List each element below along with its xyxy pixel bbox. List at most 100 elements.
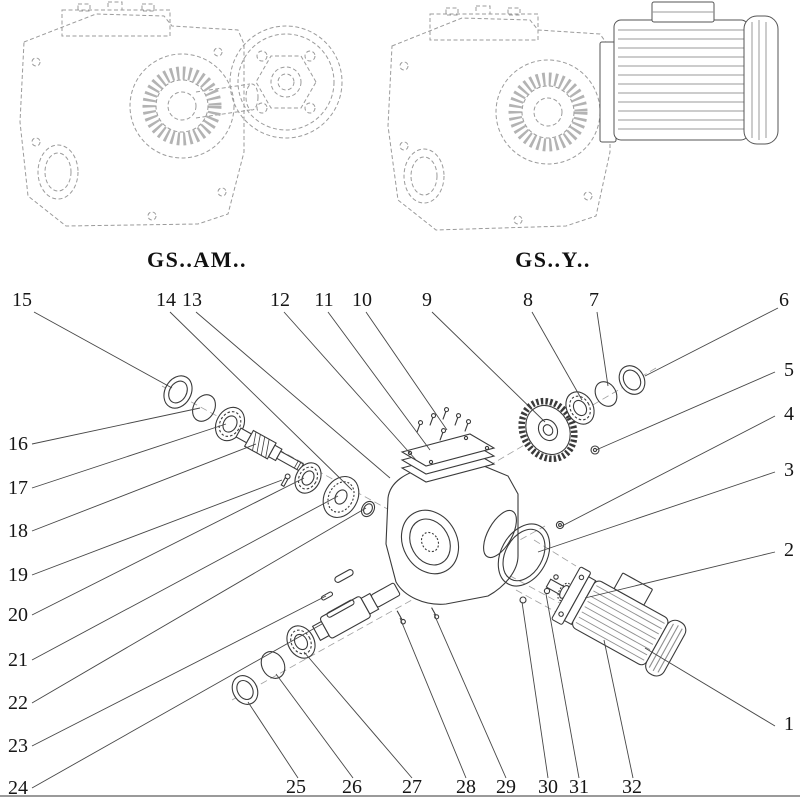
leader-line-part-30 <box>521 601 549 779</box>
part-number-25: 25 <box>286 776 306 798</box>
leader-line-part-4 <box>561 415 776 527</box>
part-number-15: 15 <box>12 289 32 311</box>
part-number-12: 12 <box>270 289 290 311</box>
oil-seal-gear <box>618 365 646 395</box>
leader-line-part-9 <box>431 311 546 423</box>
leader-line-part-13 <box>195 311 391 479</box>
part-number-11: 11 <box>314 289 333 311</box>
leader-line-part-3 <box>537 471 776 553</box>
leader-line-part-8 <box>531 311 583 401</box>
helical-gear <box>518 397 578 463</box>
housing-plug-lower <box>555 520 565 530</box>
leader-line-part-31 <box>545 593 580 779</box>
leader-line-part-17 <box>31 423 227 489</box>
part-number-24: 24 <box>8 777 28 799</box>
leader-line-part-7 <box>596 311 609 387</box>
output-cover-ring <box>497 523 551 587</box>
cover-screw <box>429 413 437 426</box>
worm-gear-disc <box>322 476 360 518</box>
cover-screw <box>464 419 472 432</box>
exploded-view-drawing <box>161 365 687 705</box>
gear-housing <box>385 461 519 605</box>
leader-line-part-23 <box>31 595 327 747</box>
motor-drawing <box>599 1 779 145</box>
gearbox-motor-drawing <box>387 1 779 231</box>
part-number-30: 30 <box>538 776 558 798</box>
leader-line-part-5 <box>595 371 776 451</box>
cover-screw <box>416 420 424 433</box>
leader-line-part-14 <box>169 311 353 491</box>
part-number-23: 23 <box>8 735 28 757</box>
part-number-20: 20 <box>8 604 28 626</box>
leader-line-part-6 <box>644 307 779 377</box>
bearing-input-outer <box>214 406 246 442</box>
part-number-14: 14 <box>156 289 176 311</box>
exploded-motor-fins <box>575 585 665 661</box>
oil-seal-input <box>163 375 193 409</box>
leader-line-part-21 <box>31 495 339 661</box>
part-number-19: 19 <box>8 564 28 586</box>
spacer-ring <box>360 500 376 518</box>
part-number-27: 27 <box>402 776 422 798</box>
part-number-22: 22 <box>8 692 28 714</box>
bearing-gear <box>565 391 595 425</box>
housing-plug-upper <box>590 445 600 455</box>
part-number-6: 6 <box>779 289 789 311</box>
leader-line-part-18 <box>31 443 257 532</box>
part-number-28: 28 <box>456 776 476 798</box>
leader-line-part-10 <box>365 311 448 431</box>
housing-cover-plates <box>400 433 496 483</box>
output-retaining-ring <box>260 651 286 679</box>
part-number-32: 32 <box>622 776 642 798</box>
part-number-4: 4 <box>784 403 794 425</box>
part-number-1: 1 <box>784 713 794 735</box>
leader-line-part-19 <box>31 479 283 576</box>
part-number-17: 17 <box>8 477 28 499</box>
part-number-8: 8 <box>523 289 533 311</box>
worm-shaft <box>235 427 305 472</box>
parallel-key <box>334 569 354 583</box>
leader-line-part-26 <box>275 673 354 779</box>
bearing-input-inner <box>294 462 322 494</box>
part-number-9: 9 <box>422 289 432 311</box>
cover-screw <box>439 428 447 441</box>
leader-line-part-1 <box>644 647 776 727</box>
part-number-21: 21 <box>8 649 28 671</box>
part-number-13: 13 <box>182 289 202 311</box>
part-number-3: 3 <box>784 459 794 481</box>
leader-line-part-15 <box>33 311 173 389</box>
leader-line-part-29 <box>433 613 507 779</box>
output-bearing <box>286 625 316 659</box>
cover-screw <box>454 413 462 426</box>
motor-fins <box>618 29 746 130</box>
retaining-ring-gear <box>594 381 618 407</box>
housing-screw <box>396 610 406 625</box>
leader-line-part-25 <box>247 701 299 779</box>
set-screw <box>280 473 291 488</box>
part-number-29: 29 <box>496 776 516 798</box>
leader-line-part-32 <box>603 639 634 779</box>
page-bottom-rule <box>0 795 800 797</box>
leader-line-part-27 <box>303 651 413 779</box>
part-number-2: 2 <box>784 539 794 561</box>
part-number-31: 31 <box>569 776 589 798</box>
variant-label-gsy: GS..Y.. <box>515 247 591 272</box>
part-number-10: 10 <box>352 289 372 311</box>
cover-screws <box>416 407 472 441</box>
part-number-5: 5 <box>784 359 794 381</box>
housing-screw <box>431 607 440 620</box>
part-number-16: 16 <box>8 433 28 455</box>
leader-line-part-12 <box>283 311 417 461</box>
cover-screw <box>442 407 450 420</box>
exploded-motor <box>545 566 687 677</box>
dowel-pin <box>320 591 334 601</box>
leader-line-part-20 <box>31 477 305 616</box>
retaining-ring-input <box>192 394 216 422</box>
leader-line-part-16 <box>31 407 201 445</box>
part-number-18: 18 <box>8 520 28 542</box>
gearbox-flange-drawing <box>19 1 343 227</box>
leader-line-part-22 <box>31 507 367 704</box>
leader-line-part-28 <box>399 617 467 779</box>
